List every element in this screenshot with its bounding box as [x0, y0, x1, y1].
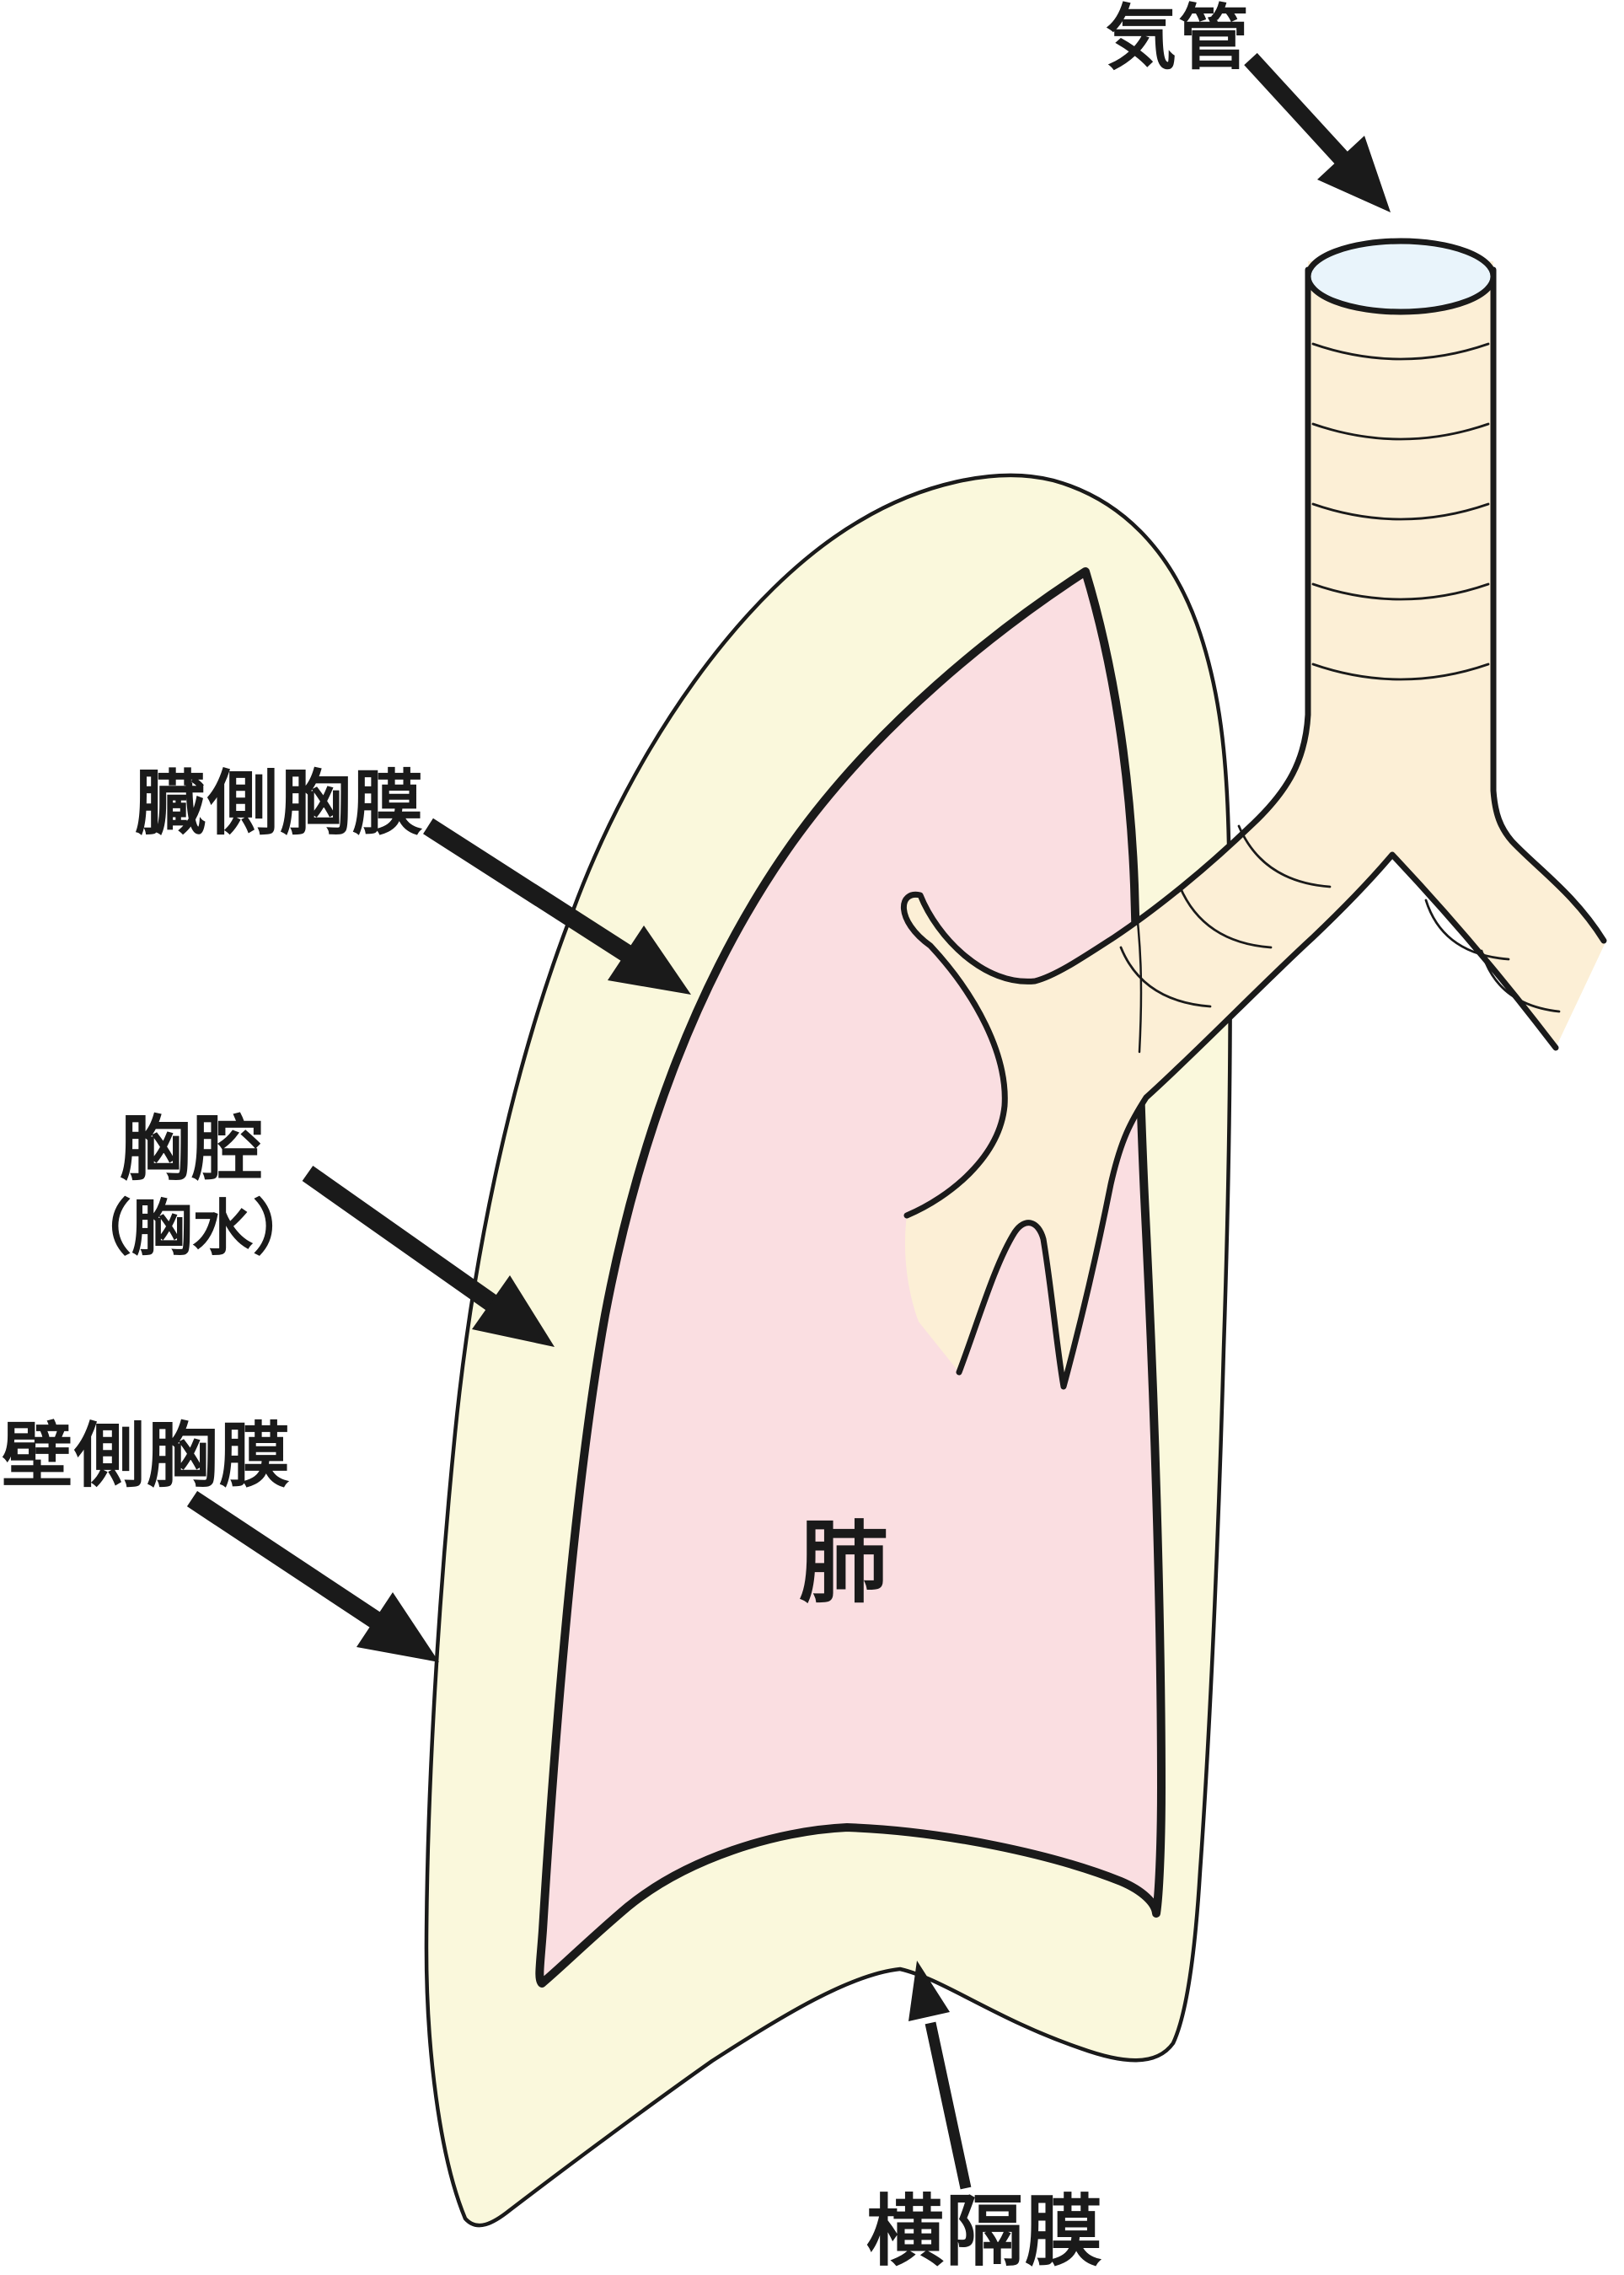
- pleural-cavity-label: 胸腔 （胸水）: [66, 1111, 319, 1261]
- lung-shape: [535, 567, 1166, 1988]
- bronchus-lower-outline: [956, 851, 1559, 1390]
- trachea-label: 気管: [1106, 0, 1251, 79]
- tracheal-ring: [1311, 422, 1490, 441]
- trachea-left-outline: [900, 266, 1311, 1219]
- tracheal-ring: [1311, 502, 1490, 521]
- diaphragm-label: 横隔膜: [866, 2186, 1105, 2275]
- bronchial-ring: [1178, 885, 1273, 949]
- bronchial-ring: [1480, 949, 1561, 1013]
- hidden-lung-edge-line: [1133, 890, 1143, 1054]
- bronchial-ring: [1424, 899, 1510, 961]
- visceral-pleura-label: 臓側胸膜: [135, 762, 426, 845]
- trachea-opening: [1305, 238, 1497, 315]
- pleural-cavity-arrow: [302, 1166, 555, 1347]
- trachea-right-outline: [1490, 266, 1607, 944]
- bronchial-ring: [1237, 824, 1332, 888]
- tracheal-ring: [1311, 582, 1490, 601]
- parietal-pleura-label: 壁側胸膜: [2, 1414, 292, 1497]
- trachea-arrow: [1244, 52, 1391, 212]
- pleural-fluid-label: （胸水）: [70, 1192, 314, 1264]
- lung-label: 肺: [799, 1511, 890, 1615]
- parietal-pleura-arrow: [186, 1490, 439, 1662]
- tracheal-ring: [1311, 663, 1490, 681]
- pleural-cavity-label-main: 胸腔: [119, 1108, 265, 1190]
- visceral-pleura-arrow: [423, 818, 691, 995]
- tracheal-ring: [1311, 342, 1490, 361]
- diaphragm-arrow: [908, 1961, 972, 2190]
- bronchial-ring: [1119, 946, 1212, 1008]
